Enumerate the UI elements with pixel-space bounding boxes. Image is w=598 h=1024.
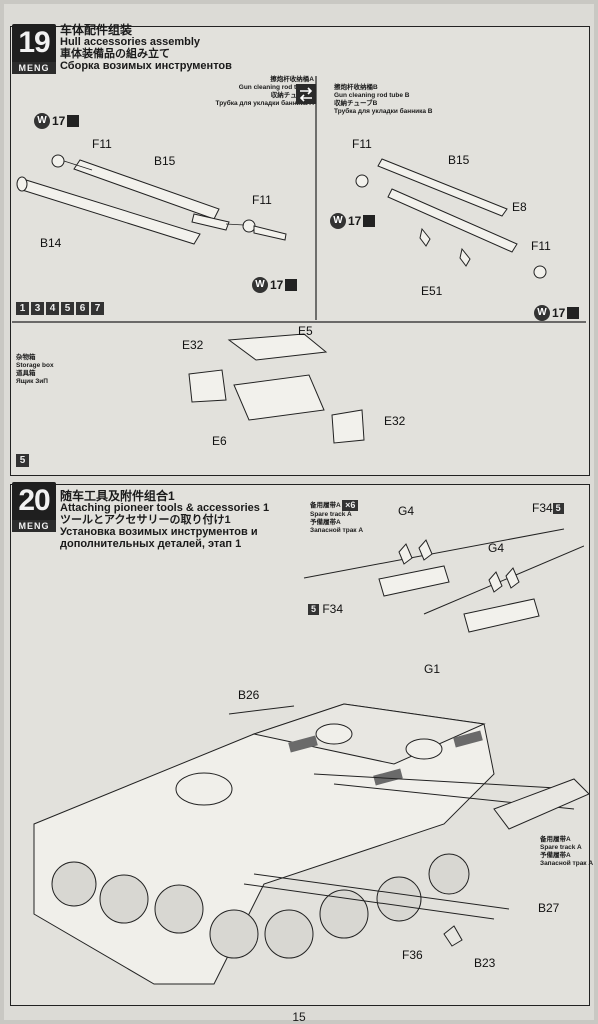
brush-icon [567,306,580,319]
part-e51: E51 [421,284,443,298]
part-f11-c: F11 [352,137,372,151]
title-en: Attaching pioneer tools & accessories 1 [60,502,270,514]
storage-applies: 5 [16,450,31,468]
part-b15-a: B15 [154,154,176,168]
brand-logo: MENG [12,62,56,74]
part-g1: G1 [424,662,441,676]
tube-a-drawing [16,154,287,245]
step-20-title: 随车工具及附件组合1 Attaching pioneer tools & acc… [60,490,269,550]
brush-icon [67,114,80,127]
spare-track-a-caption: 备用履带A ×6 Spare track A 予備履帯A Запасной тр… [310,500,364,534]
brand-logo: MENG [12,520,56,532]
part-b27: B27 [538,901,560,915]
storage-box-drawing [188,333,365,444]
section-divider [12,76,586,323]
part-b15-b: B15 [448,153,470,167]
tube-b-drawing [355,158,547,279]
instruction-sheet: 19 MENG 车体配件组装 Hull accessories assembly… [4,4,594,1020]
part-b26: B26 [238,688,260,702]
quantity-badge: ×6 [342,500,359,511]
title-ru: Сборка возимых инструментов [60,60,232,72]
part-b23: B23 [474,956,496,970]
title-zh: 车体配件组装 [60,23,133,37]
spare-track-a-callout: 备用履带A Spare track A 予備履帯A Запасной трак … [540,836,594,867]
step-19-badge: 19 MENG [12,24,56,74]
part-f11-b: F11 [252,193,272,207]
part-e8: E8 [512,200,527,214]
part-e32-b: E32 [384,414,406,428]
part-b14: B14 [40,236,62,250]
part-g4-a: G4 [398,504,415,518]
tube-a-caption: 擦炮杆收纳桶A Gun cleaning rod tube A 収納チューブA … [215,76,314,107]
title-ja: 車体装備品の組み立て [60,48,170,60]
part-f36: F36 [402,948,423,962]
title-ru-1: Установка возимых инструментов и [60,526,258,538]
title-zh: 随车工具及附件组合1 [60,489,175,503]
tank-hull-drawing [33,703,590,985]
part-e5: E5 [298,324,313,338]
track-rack-drawing [303,528,584,633]
step-number: 20 [18,484,50,517]
part-f34-b: 5 F34 [308,602,343,616]
tube-b-caption: 擦炮杆收纳桶B Gun cleaning rod tube B 収納チューブB … [334,84,433,115]
page-number: 15 [292,1010,306,1024]
title-en: Hull accessories assembly [60,36,201,48]
swap-arrow-icon [296,84,316,104]
part-f11-d: F11 [531,239,551,253]
brush-icon [363,214,376,227]
brush-icon [285,278,298,291]
step-19-title: 车体配件组装 Hull accessories assembly 車体装備品の組… [60,24,232,72]
part-e32-a: E32 [182,338,204,352]
step-number: 19 [18,26,50,59]
part-e6: E6 [212,434,227,448]
step-20-badge: 20 MENG [12,482,56,532]
part-g4-b: G4 [488,541,505,555]
title-ja: ツールとアクセサリーの取り付け1 [60,514,231,526]
storage-box-caption: 杂物箱 Storage box 道具箱 Ящик ЗиП [16,354,54,385]
title-ru-2: дополнительных деталей, этап 1 [60,538,242,550]
part-f11-a: F11 [92,137,112,151]
